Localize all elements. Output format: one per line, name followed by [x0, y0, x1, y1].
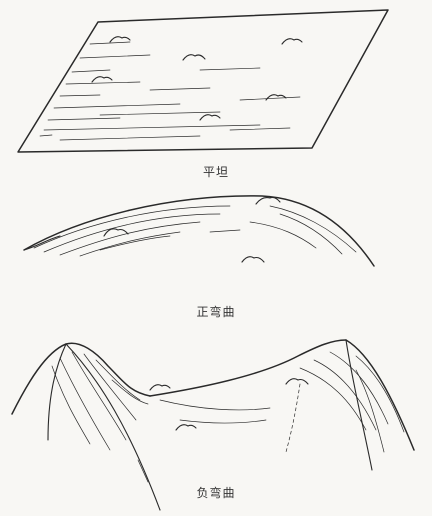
- dome-outline: [23, 195, 375, 267]
- saddle-left-flank: [65, 343, 161, 511]
- flat-surface-drawing: [17, 9, 389, 153]
- dome-hatching: [33, 205, 357, 257]
- saddle-left-outline: [11, 342, 151, 415]
- saddle-top-curve: [149, 339, 347, 397]
- flat-plane-outline: [17, 9, 389, 153]
- positive-surface-drawing: [23, 195, 375, 267]
- flat-bumps: [91, 36, 303, 121]
- saddle-hatching: [51, 351, 405, 483]
- negative-surface-drawing: [11, 339, 415, 511]
- saddle-bumps: [149, 378, 309, 431]
- saddle-right-outline: [345, 339, 415, 451]
- saddle-dashed-line: [285, 383, 301, 453]
- caption-negative-curvature: 负弯曲: [196, 486, 236, 500]
- caption-positive-curvature: 正弯曲: [196, 305, 236, 319]
- saddle-right-flank: [345, 339, 373, 471]
- flat-hatching: [39, 41, 301, 141]
- dome-bottom-edge: [23, 235, 61, 251]
- caption-flat: 平坦: [202, 165, 229, 179]
- saddle-left-front: [47, 343, 67, 441]
- dome-bumps: [103, 196, 281, 263]
